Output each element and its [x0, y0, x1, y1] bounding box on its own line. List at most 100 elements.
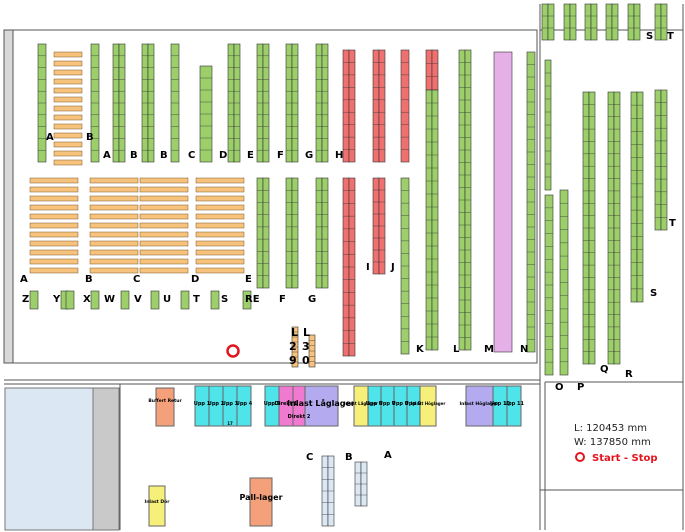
pallet-bar-lower[interactable]	[139, 177, 189, 184]
pallet-bar-lower[interactable]	[89, 267, 139, 274]
rack-n-purple[interactable]	[493, 51, 513, 353]
rack-f-lower[interactable]	[291, 177, 299, 289]
pallet-bar-lower[interactable]	[29, 240, 79, 247]
rack-row-small[interactable]	[90, 290, 100, 310]
pallet-bar-lower[interactable]	[89, 204, 139, 211]
pallet-bar-lower[interactable]	[139, 249, 189, 256]
pallet-bar-upper[interactable]	[53, 78, 83, 85]
pallet-bar-lower[interactable]	[29, 258, 79, 265]
pallet-bar-lower[interactable]	[195, 222, 245, 229]
pallet-bar-lower[interactable]	[139, 213, 189, 220]
pallet-bar-lower[interactable]	[195, 177, 245, 184]
rack-east-top-2[interactable]	[569, 3, 577, 41]
pallet-bar-lower[interactable]	[29, 222, 79, 229]
rack-east-top-4[interactable]	[605, 3, 613, 41]
pallet-bar-lower[interactable]	[139, 258, 189, 265]
rack-e-lower[interactable]	[256, 177, 264, 289]
pallet-bar-lower[interactable]	[139, 186, 189, 193]
pallet-bar-lower[interactable]	[29, 213, 79, 220]
rack-g-lower[interactable]	[315, 177, 323, 289]
rack-east-top-3[interactable]	[590, 3, 598, 41]
rack-e-lower[interactable]	[262, 177, 270, 289]
pallet-bar-lower[interactable]	[139, 195, 189, 202]
pallet-bar-lower[interactable]	[195, 258, 245, 265]
rack-east-top-1[interactable]	[541, 3, 549, 41]
rack-east-top-2[interactable]	[563, 3, 571, 41]
rack-f-lower[interactable]	[285, 177, 293, 289]
pallet-bar-lower[interactable]	[89, 222, 139, 229]
rack-red-upper-1[interactable]	[348, 49, 356, 163]
pallet-bar-lower[interactable]	[29, 231, 79, 238]
inlast-hoglager-zone[interactable]	[465, 385, 494, 427]
rack-g-lower[interactable]	[321, 177, 329, 289]
pallet-bar-lower[interactable]	[139, 204, 189, 211]
pallet-bar-lower[interactable]	[29, 186, 79, 193]
rack-row-small[interactable]	[180, 290, 190, 310]
pallet-bar-lower[interactable]	[89, 195, 139, 202]
pallet-bar-upper[interactable]	[53, 132, 83, 139]
pallet-bar-lower[interactable]	[139, 240, 189, 247]
pall-lager-zone[interactable]	[249, 477, 273, 527]
pallet-bar-lower[interactable]	[195, 204, 245, 211]
pallet-bar-lower[interactable]	[89, 249, 139, 256]
rack-row-small[interactable]	[210, 290, 220, 310]
pallet-bar-lower[interactable]	[195, 267, 245, 274]
pallet-bar-lower[interactable]	[195, 249, 245, 256]
pallet-bar-lower[interactable]	[89, 231, 139, 238]
upp4-zone[interactable]	[236, 385, 252, 427]
pallet-bar-upper[interactable]	[53, 150, 83, 157]
pallet-bar-lower[interactable]	[89, 213, 139, 220]
rack-red-upper-4[interactable]	[425, 49, 433, 91]
pallet-bar-lower[interactable]	[195, 213, 245, 220]
rack-east-top-4[interactable]	[611, 3, 619, 41]
rack-red-upper-2[interactable]	[372, 49, 380, 163]
rack-east-top-3[interactable]	[584, 3, 592, 41]
pallet-bar-lower[interactable]	[89, 258, 139, 265]
rack-row-small[interactable]	[65, 290, 75, 310]
pallet-bar-lower[interactable]	[195, 195, 245, 202]
rack-east-top-5[interactable]	[627, 3, 635, 41]
pallet-bar-upper[interactable]	[53, 60, 83, 67]
rack-red-upper-1[interactable]	[342, 49, 350, 163]
pallet-bar-lower[interactable]	[195, 240, 245, 247]
rack-row-small[interactable]	[29, 290, 39, 310]
pallet-bar-lower[interactable]	[89, 186, 139, 193]
inlast-dor-zone[interactable]	[148, 485, 166, 527]
pallet-bar-lower[interactable]	[195, 231, 245, 238]
pallet-bar-upper[interactable]	[53, 69, 83, 76]
pallet-bar-lower[interactable]	[195, 186, 245, 193]
rack-red-upper-4[interactable]	[431, 49, 439, 91]
rack-red-upper-3[interactable]	[400, 49, 410, 163]
rack-row-small[interactable]	[150, 290, 160, 310]
pallet-bar-upper[interactable]	[53, 123, 83, 130]
pallet-bar-upper[interactable]	[53, 51, 83, 58]
pallet-bar-lower[interactable]	[139, 231, 189, 238]
pallet-bar-upper[interactable]	[53, 141, 83, 148]
pallet-bar-upper[interactable]	[53, 159, 83, 166]
pallet-bar-lower[interactable]	[29, 249, 79, 256]
inlast-hoglager-small-zone[interactable]	[419, 385, 437, 427]
rack-row-small[interactable]	[242, 290, 252, 310]
pallet-bar-upper[interactable]	[53, 105, 83, 112]
pallet-bar-lower[interactable]	[139, 222, 189, 229]
pallet-bar-lower[interactable]	[89, 177, 139, 184]
pallet-bar-lower[interactable]	[29, 195, 79, 202]
pallet-bar-upper[interactable]	[53, 87, 83, 94]
pallet-bar-upper[interactable]	[53, 96, 83, 103]
upp11-zone[interactable]	[506, 385, 522, 427]
rack-east-t[interactable]	[660, 89, 668, 231]
pallet-bar-lower[interactable]	[29, 204, 79, 211]
pallet-bar-lower[interactable]	[29, 177, 79, 184]
rack-east-top-6[interactable]	[654, 3, 662, 41]
rack-red-upper-2[interactable]	[378, 49, 386, 163]
rack-row-small[interactable]	[120, 290, 130, 310]
rack-east-top-6[interactable]	[660, 3, 668, 41]
inlast-laglager-zone[interactable]	[304, 385, 339, 427]
pallet-bar-upper[interactable]	[53, 114, 83, 121]
pallet-bar-lower[interactable]	[139, 267, 189, 274]
pallet-bar-lower[interactable]	[89, 240, 139, 247]
rack-east-top-1[interactable]	[547, 3, 555, 41]
pallet-bar-lower[interactable]	[29, 267, 79, 274]
rack-east-top-5[interactable]	[633, 3, 641, 41]
start-stop-marker[interactable]	[226, 344, 240, 358]
